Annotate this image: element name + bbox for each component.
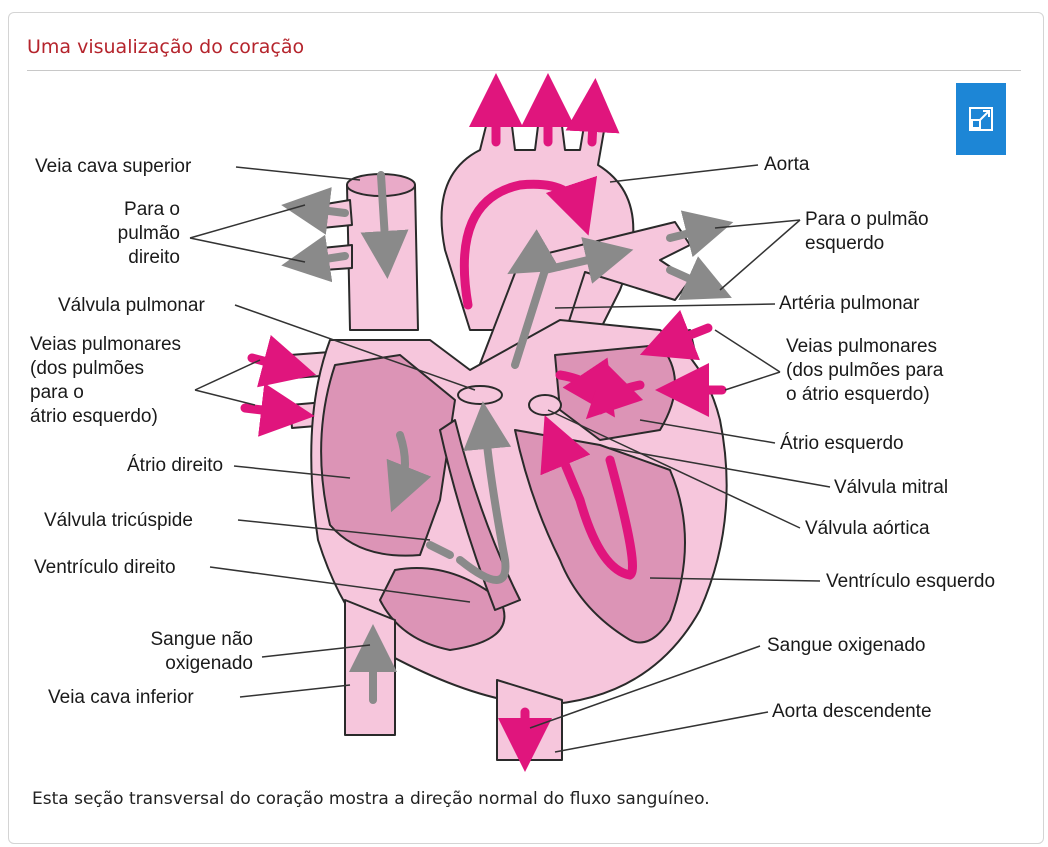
leader-right-pulm-veins-1 [715,330,780,372]
leader-right-pulm-veins-2 [725,372,780,390]
label-mitral-valve: Válvula mitral [834,476,948,500]
label-to-left-lung: Para o pulmão esquerdo [805,208,929,256]
label-right-ventricle: Ventrículo direito [34,556,176,580]
label-oxygenated-blood: Sangue oxigenado [767,634,925,658]
label-pulmonary-veins-right: Veias pulmonares (dos pulmões para o átr… [786,335,943,407]
aorta-up-arrow-3 [592,105,594,142]
label-inferior-vena-cava: Veia cava inferior [48,686,194,710]
leader-svc [236,167,360,180]
leader-left-lung-1 [715,220,800,228]
from-left-lung-arrow-1 [252,358,290,368]
leader-descending-aorta [555,712,768,752]
from-left-lung-arrow-2 [245,408,288,413]
figure-caption: Esta seção transversal do coração mostra… [32,789,710,809]
leader-left-pulm-veins-2 [195,390,255,405]
label-descending-aorta: Aorta descendente [772,700,932,724]
leader-aorta [610,165,758,182]
label-right-atrium: Átrio direito [127,454,223,478]
label-pulmonary-valve: Válvula pulmonar [58,294,205,318]
leader-right-lung-2 [190,238,305,262]
leader-right-lung-1 [190,205,305,238]
label-left-ventricle: Ventrículo esquerdo [826,570,995,594]
leader-left-pulm-veins-1 [195,360,260,390]
label-aorta: Aorta [764,153,809,177]
label-aortic-valve: Válvula aórtica [805,517,930,541]
svc-flow-arrow [381,175,386,255]
label-left-atrium: Átrio esquerdo [780,432,904,456]
leader-left-lung-2 [720,220,800,290]
label-pulmonary-artery: Artéria pulmonar [779,292,919,316]
label-pulmonary-veins-left: Veias pulmonares (dos pulmões para o átr… [30,333,181,429]
label-superior-vena-cava: Veia cava superior [35,155,191,179]
label-tricuspid-valve: Válvula tricúspide [44,509,193,533]
to-right-lung-arrow-1 [305,208,345,213]
label-to-right-lung: Para o pulmão direito [90,198,180,270]
pulmonary-valve [458,386,502,404]
pulmonary-artery-split-arrow [528,259,548,263]
label-deoxygenated-blood: Sangue não oxigenado [110,628,253,676]
leader-ivc [240,685,350,697]
aortic-valve [529,395,561,415]
